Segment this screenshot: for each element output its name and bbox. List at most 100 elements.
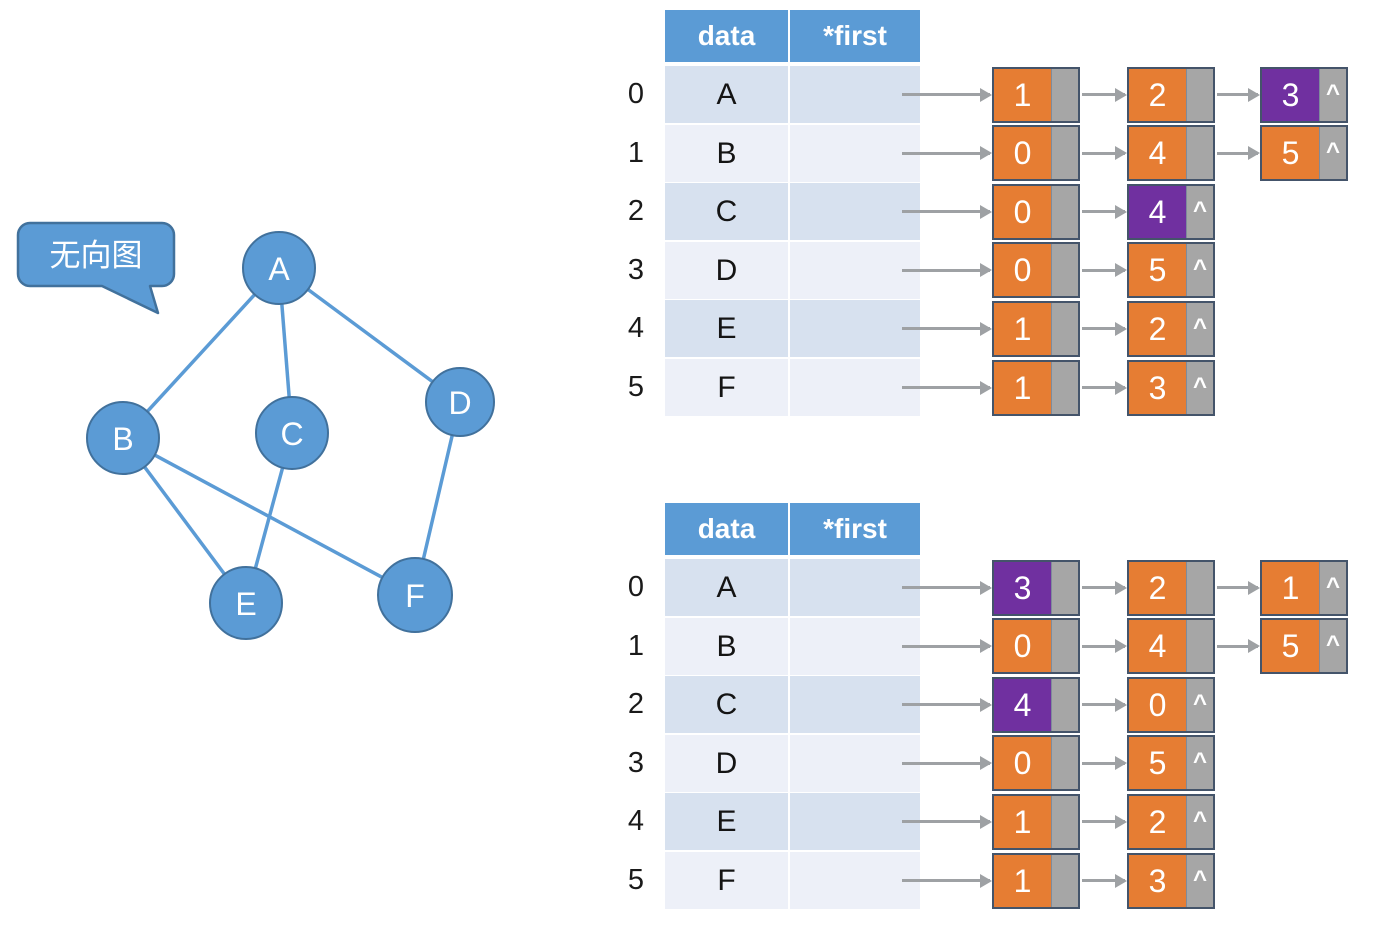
null-marker: ^ bbox=[1325, 138, 1340, 166]
pointer-arrow bbox=[902, 268, 990, 272]
graph-node-label: A bbox=[268, 251, 290, 287]
list-node: 2 bbox=[1127, 559, 1215, 616]
node-pointer bbox=[1051, 244, 1078, 297]
row-index: 0 bbox=[627, 78, 645, 110]
pointer-arrow bbox=[902, 761, 990, 765]
node-value: 2 bbox=[1148, 569, 1167, 606]
node-value: 5 bbox=[1281, 628, 1300, 665]
graph-node-D bbox=[425, 367, 495, 437]
list-node: 0 bbox=[992, 618, 1080, 675]
table-cell-data: B bbox=[665, 617, 788, 675]
pointer-arrow bbox=[902, 879, 990, 882]
graph-node-label: C bbox=[280, 416, 303, 452]
row-index: 2 bbox=[627, 195, 645, 228]
pointer-arrow bbox=[1217, 151, 1258, 155]
pointer-arrow bbox=[1082, 93, 1125, 96]
node-pointer: ^ bbox=[1186, 737, 1213, 790]
node-value: 0 bbox=[1013, 745, 1032, 782]
node-pointer: ^ bbox=[1186, 795, 1213, 848]
node-pointer: ^ bbox=[1319, 620, 1346, 673]
table-cell-first bbox=[790, 183, 920, 241]
table-cell-data: C bbox=[665, 183, 788, 241]
graph-nodes bbox=[86, 231, 495, 640]
node-value: 2 bbox=[1148, 76, 1167, 113]
pointer-arrow bbox=[1082, 151, 1125, 155]
pointer-arrow bbox=[1217, 586, 1258, 589]
table-cell-data: E bbox=[665, 300, 788, 358]
node-pointer: ^ bbox=[1186, 854, 1213, 907]
node-value: 2 bbox=[1148, 310, 1167, 347]
row-index: 0 bbox=[627, 571, 645, 603]
list-node: 1 bbox=[992, 300, 1080, 357]
list-node: 1^ bbox=[1260, 559, 1348, 616]
table-cell-data: B bbox=[665, 124, 788, 182]
list-node: 2^ bbox=[1127, 793, 1215, 850]
table-cell-data: F bbox=[665, 852, 788, 909]
list-node: 2^ bbox=[1127, 300, 1215, 357]
node-value: 1 bbox=[1013, 76, 1032, 113]
table-cell-first bbox=[790, 852, 920, 909]
row-index: 3 bbox=[627, 253, 645, 286]
pointer-arrow bbox=[1082, 386, 1125, 389]
list-node: 0 bbox=[992, 735, 1080, 792]
node-value: 3 bbox=[1013, 569, 1032, 606]
list-node: 1 bbox=[992, 852, 1080, 909]
speech-bubble bbox=[16, 221, 176, 315]
node-pointer bbox=[1186, 620, 1213, 673]
node-pointer bbox=[1051, 302, 1078, 355]
row-index: 1 bbox=[627, 629, 645, 662]
node-value: 1 bbox=[1013, 310, 1032, 347]
null-marker: ^ bbox=[1325, 572, 1340, 600]
node-value: 4 bbox=[1148, 135, 1167, 172]
column-header-data: data bbox=[665, 503, 788, 555]
null-marker: ^ bbox=[1192, 806, 1207, 834]
undirected-graph: A B C D E F 无向图 bbox=[16, 221, 495, 640]
graph-node-labels: A B C D E F bbox=[112, 251, 471, 622]
graph-node-label: E bbox=[235, 586, 256, 622]
list-node: 3^ bbox=[1127, 852, 1215, 909]
node-value: 3 bbox=[1148, 862, 1167, 899]
node-pointer bbox=[1051, 361, 1078, 414]
node-pointer bbox=[1186, 127, 1213, 180]
null-marker: ^ bbox=[1192, 689, 1207, 717]
graph-node-label: B bbox=[112, 421, 133, 457]
list-node: 1 bbox=[992, 359, 1080, 416]
null-marker: ^ bbox=[1192, 196, 1207, 224]
node-value: 1 bbox=[1013, 803, 1032, 840]
node-value: 5 bbox=[1148, 252, 1167, 289]
table-cell-data: D bbox=[665, 241, 788, 299]
node-pointer bbox=[1051, 620, 1078, 673]
table-cell-first bbox=[790, 676, 920, 734]
node-pointer bbox=[1051, 561, 1078, 614]
pointer-arrow bbox=[1082, 586, 1125, 589]
list-node: 3^ bbox=[1260, 66, 1348, 123]
pointer-arrow bbox=[1082, 703, 1125, 707]
node-pointer bbox=[1051, 795, 1078, 848]
table-cell-first bbox=[790, 359, 920, 416]
graph-node-F bbox=[377, 557, 453, 633]
pointer-arrow bbox=[1082, 327, 1125, 331]
node-pointer: ^ bbox=[1319, 561, 1346, 614]
list-node: 4 bbox=[1127, 618, 1215, 675]
pointer-arrow bbox=[902, 586, 990, 589]
null-marker: ^ bbox=[1192, 372, 1207, 400]
list-node: 5^ bbox=[1127, 242, 1215, 299]
graph-node-C bbox=[255, 396, 329, 470]
list-node: 5^ bbox=[1127, 735, 1215, 792]
node-pointer: ^ bbox=[1319, 127, 1346, 180]
row-index: 5 bbox=[627, 864, 645, 896]
node-value: 1 bbox=[1281, 569, 1300, 606]
node-pointer: ^ bbox=[1186, 185, 1213, 238]
row-index: 4 bbox=[627, 805, 645, 838]
node-pointer bbox=[1051, 68, 1078, 121]
node-pointer: ^ bbox=[1186, 244, 1213, 297]
null-marker: ^ bbox=[1325, 631, 1340, 659]
pointer-arrow bbox=[902, 644, 990, 648]
null-marker: ^ bbox=[1192, 313, 1207, 341]
table-cell-data: D bbox=[665, 734, 788, 792]
table-cell-first bbox=[790, 300, 920, 358]
pointer-arrow bbox=[1082, 879, 1125, 882]
table-cell-first bbox=[790, 124, 920, 182]
node-pointer bbox=[1051, 854, 1078, 907]
pointer-arrow bbox=[902, 327, 990, 331]
